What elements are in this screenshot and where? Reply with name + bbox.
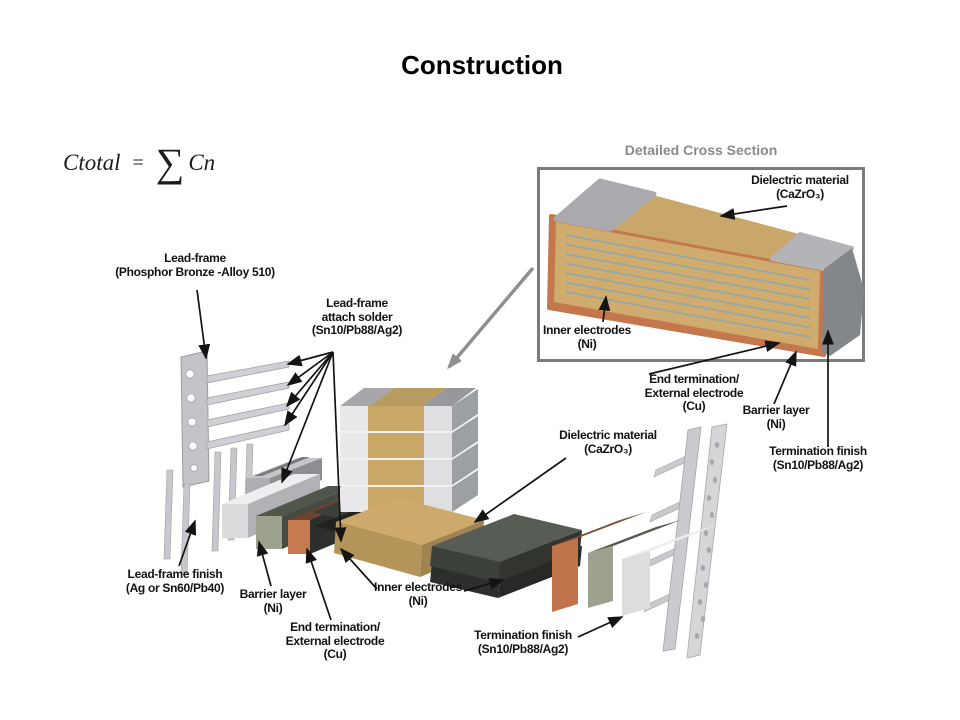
label-inset-barrier-layer: Barrier layer (Ni) xyxy=(742,403,810,431)
label-inset-termination-finish: Termination finish (Sn10/Pb88/Ag2) xyxy=(769,444,867,472)
barrier-layer-bar-right xyxy=(588,520,681,608)
label-inner-electrodes: Inner electrodes (Ni) xyxy=(374,580,462,608)
chip-stack xyxy=(340,388,478,512)
label-lead-frame: Lead-frame (Phosphor Bronze -Alloy 510) xyxy=(115,251,275,279)
termination-finish-bar-left xyxy=(222,474,320,538)
formula-equals: = xyxy=(132,151,144,174)
label-end-termination-left: End termination/ External electrode (Cu) xyxy=(285,620,385,661)
dielectric-slab xyxy=(334,498,484,577)
label-inset-inner-electrodes: Inner electrodes (Ni) xyxy=(543,323,631,351)
formula-ctotal: Ctotal xyxy=(63,150,121,175)
label-termination-finish: Termination finish (Sn10/Pb88/Ag2) xyxy=(474,628,572,656)
end-termination-plate-right xyxy=(552,512,646,612)
end-termination-bar-left xyxy=(288,495,370,554)
label-attach-solder: Lead-frame attach solder (Sn10/Pb88/Ag2) xyxy=(311,296,403,337)
label-inset-dielectric-material: Dielectric material (CaZrO₃) xyxy=(751,173,849,201)
capacitance-formula: Ctotal = ∑ Cn xyxy=(63,143,215,183)
formula-cn: Cn xyxy=(188,150,216,175)
attach-solder-channel xyxy=(246,457,322,500)
barrier-layer-bar-left xyxy=(256,486,354,549)
label-lead-frame-finish: Lead-frame finish (Ag or Sn60/Pb40) xyxy=(125,567,225,595)
lead-frame-legs xyxy=(163,443,254,575)
label-dielectric-material: Dielectric material (CaZrO₃) xyxy=(559,428,657,456)
magnifier-arrow xyxy=(447,266,535,370)
lead-frame-sheets-right xyxy=(643,423,728,659)
sigma-symbol: ∑ xyxy=(155,140,185,185)
lead-frame-strip xyxy=(180,350,210,488)
termination-finish-bar-right xyxy=(622,525,718,616)
label-inset-end-termination: End termination/ External electrode (Cu) xyxy=(644,372,744,413)
label-barrier-layer-left: Barrier layer (Ni) xyxy=(239,587,307,615)
inset-title: Detailed Cross Section xyxy=(624,142,778,158)
page-title: Construction xyxy=(401,50,563,80)
inner-electrode-sheets-left xyxy=(312,485,462,555)
lead-frame-blades xyxy=(206,360,290,450)
